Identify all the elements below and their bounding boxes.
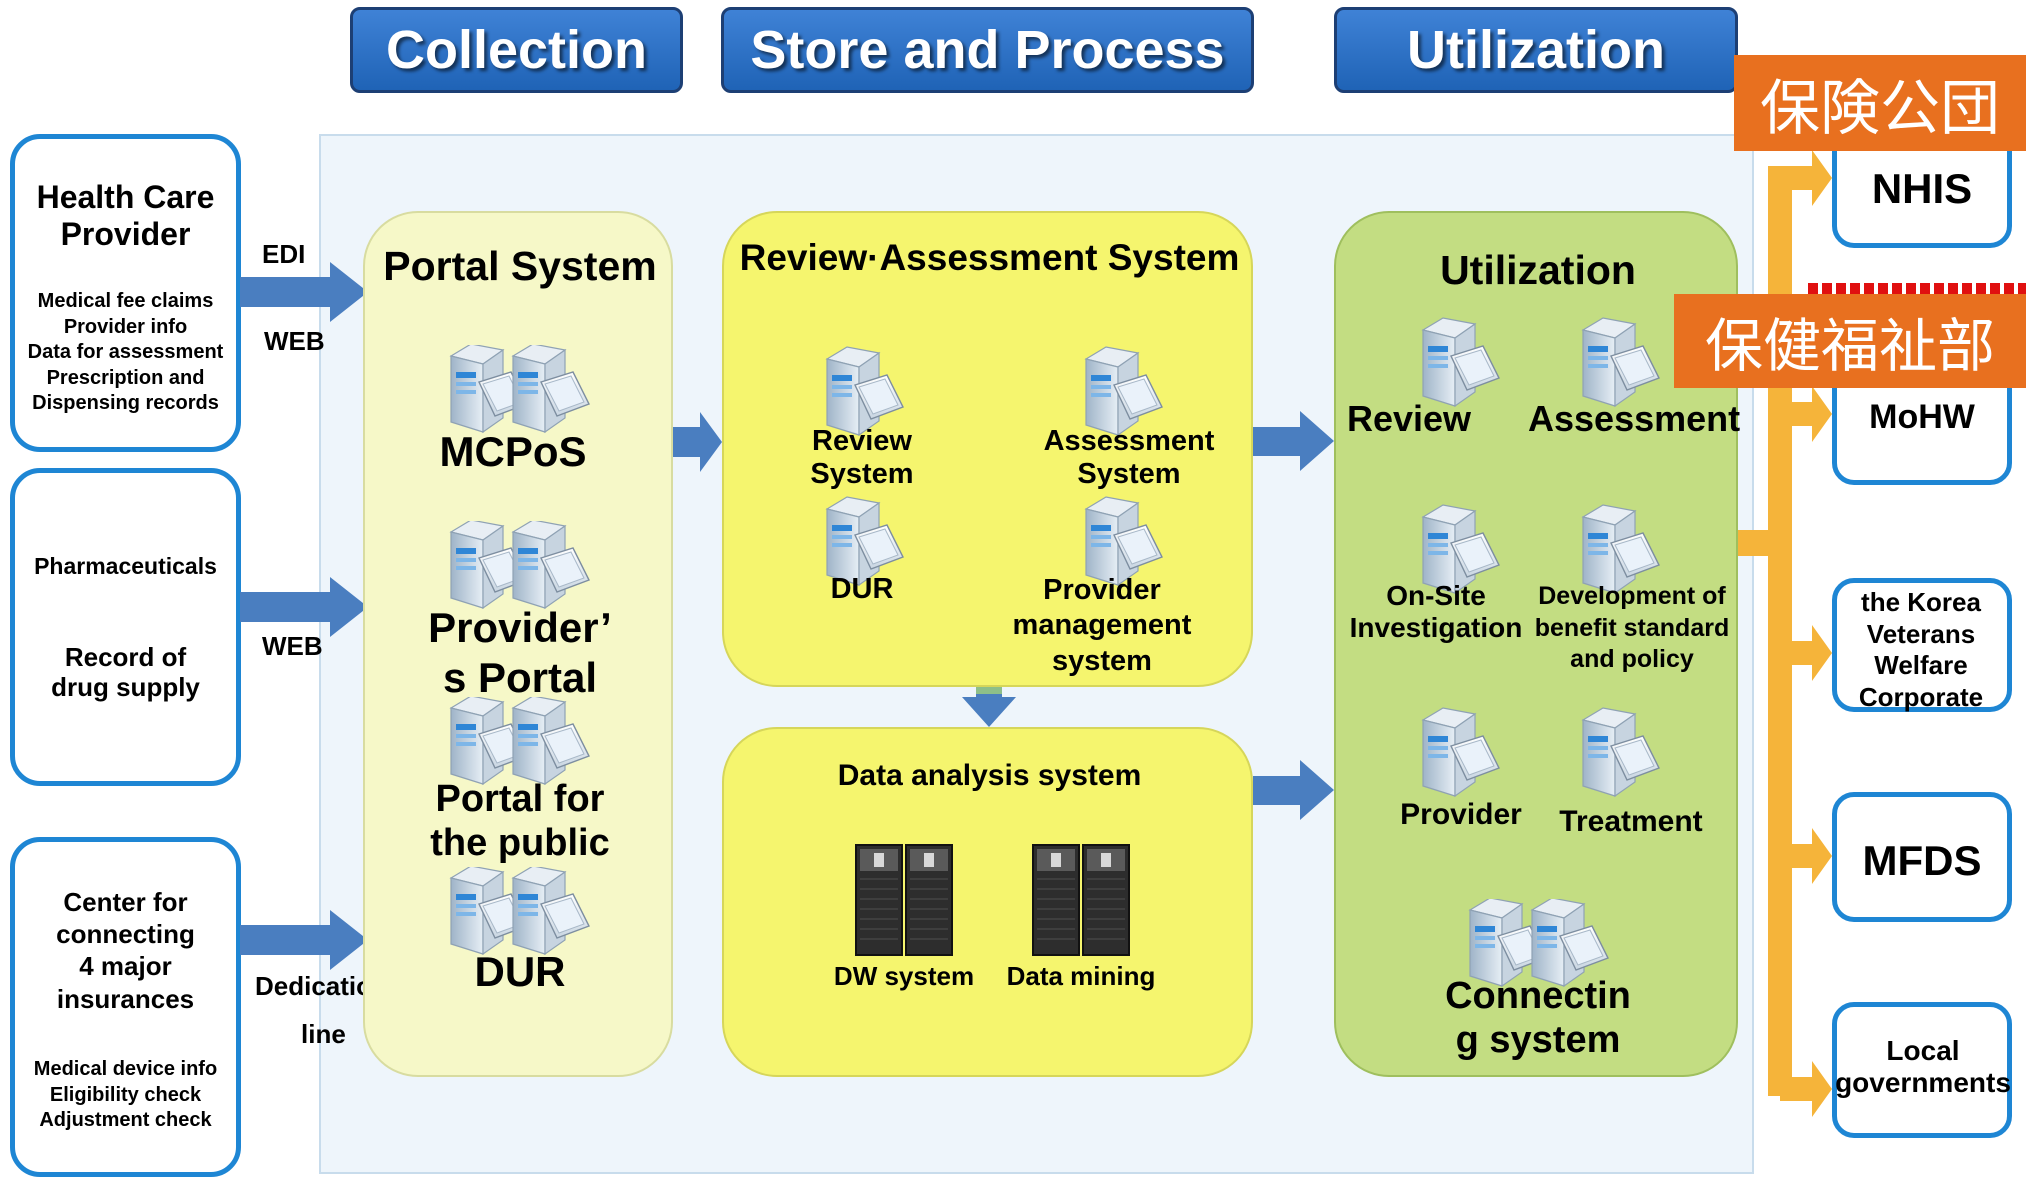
header-store-process-label: Store and Process [750,20,1225,80]
header-store-process: Store and Process [721,7,1254,93]
dest-veterans: the Korea Veterans Welfare Corporate [1832,578,2012,712]
analysis-title: Data analysis system [837,759,1142,792]
overlay-mohw-japanese-text: 保健福祉部 [1704,312,1995,380]
portal-public: Portal for the public [430,778,610,864]
dw-system-label: DW system [833,961,975,991]
review-title: Review·Assessment System [739,237,1240,278]
header-utilization-label: Utilization [1407,20,1665,80]
overlay-nhis-japanese: 保険公団 [1734,55,2026,151]
portal-providers-portal: Provider’ s Portal [428,604,612,702]
portal-title: Portal System [383,243,657,289]
dest-local-governments: Local governments [1832,1002,2012,1138]
util-assessment-label: Assessment [1528,398,1741,439]
panel-portal-system: Portal System MCPoS Provider’ s Portal P… [363,211,673,1077]
arrow-review-to-analysis [962,672,1016,727]
arrow-analysis-to-util [1253,760,1334,820]
overlay-red-strip [1808,283,2026,295]
review-system-label: Review System [810,425,914,491]
orange-arrow-nhis [1780,150,1832,206]
portal-dur: DUR [474,948,566,995]
util-treatment-label: Treatment [1559,805,1703,838]
panel-review-assessment: Review·Assessment System Review System A… [722,211,1253,687]
center-title: Center for connecting 4 major insurances [56,887,195,1014]
arrow-review-to-util [1253,411,1334,471]
util-review-label: Review [1346,398,1472,439]
overlay-mohw-japanese: 保健福祉部 [1674,294,2026,388]
source-pharmaceuticals: Pharmaceuticals Record of drug supply [10,468,241,786]
util-title: Utilization [1440,247,1636,293]
label-web-2: WEB [262,631,323,661]
source-center-4-insurances: Center for connecting 4 major insurances… [10,837,241,1177]
pharmaceuticals-title: Pharmaceuticals [34,553,217,579]
assessment-system-label: Assessment System [1043,425,1215,491]
center-items: Medical device info Eligibility check Ad… [33,1058,218,1132]
arrow-center-to-portal [240,910,368,970]
dest-local-label: Local governments [1835,1035,2011,1099]
pharmaceuticals-items: Record of drug supply [51,642,200,702]
orange-arrow-veterans [1780,625,1832,681]
orange-arrow-mohw [1780,386,1832,442]
dest-veterans-label: the Korea Veterans Welfare Corporate [1858,587,1984,713]
label-edi: EDI [262,239,306,269]
health-care-provider-items: Medical fee claims Provider info Data fo… [27,290,224,415]
header-collection: Collection [350,7,683,93]
health-care-provider-title: Health Care Provider [36,179,215,252]
util-provider-label: Provider [1400,798,1522,831]
source-health-care-provider: Health Care Provider Medical fee claims … [10,134,241,452]
orange-arrow-mfds [1780,828,1832,884]
panel-utilization: Utilization Review Assessment On-Site In… [1334,211,1741,1077]
header-utilization: Utilization [1334,7,1738,93]
review-dur-label: DUR [830,573,894,605]
arrow-pharma-to-portal [240,577,368,637]
header-collection-label: Collection [385,20,647,80]
util-connecting-label: Connectin g system [1445,975,1631,1061]
label-line: line [301,1019,346,1049]
panel-data-analysis: Data analysis system DW system Data mini… [722,727,1253,1077]
data-mining-label: Data mining [1006,961,1156,991]
dest-nhis-label: NHIS [1871,165,1973,212]
util-onsite-label: On-Site Investigation [1349,580,1523,644]
util-development-label: Development of benefit standard and poli… [1534,582,1730,673]
label-web-1: WEB [264,326,325,356]
arrow-portal-to-review [672,412,722,472]
dest-mohw-label: MoHW [1869,398,1975,436]
arrow-health-to-portal [240,262,368,322]
overlay-nhis-japanese-text: 保険公団 [1760,73,2000,144]
provider-mgmt-label: Provider management system [1012,574,1192,677]
dest-mfds: MFDS [1832,792,2012,922]
portal-mcpos: MCPoS [439,428,587,475]
dest-mfds-label: MFDS [1862,837,1982,884]
orange-arrow-local [1780,1061,1832,1117]
